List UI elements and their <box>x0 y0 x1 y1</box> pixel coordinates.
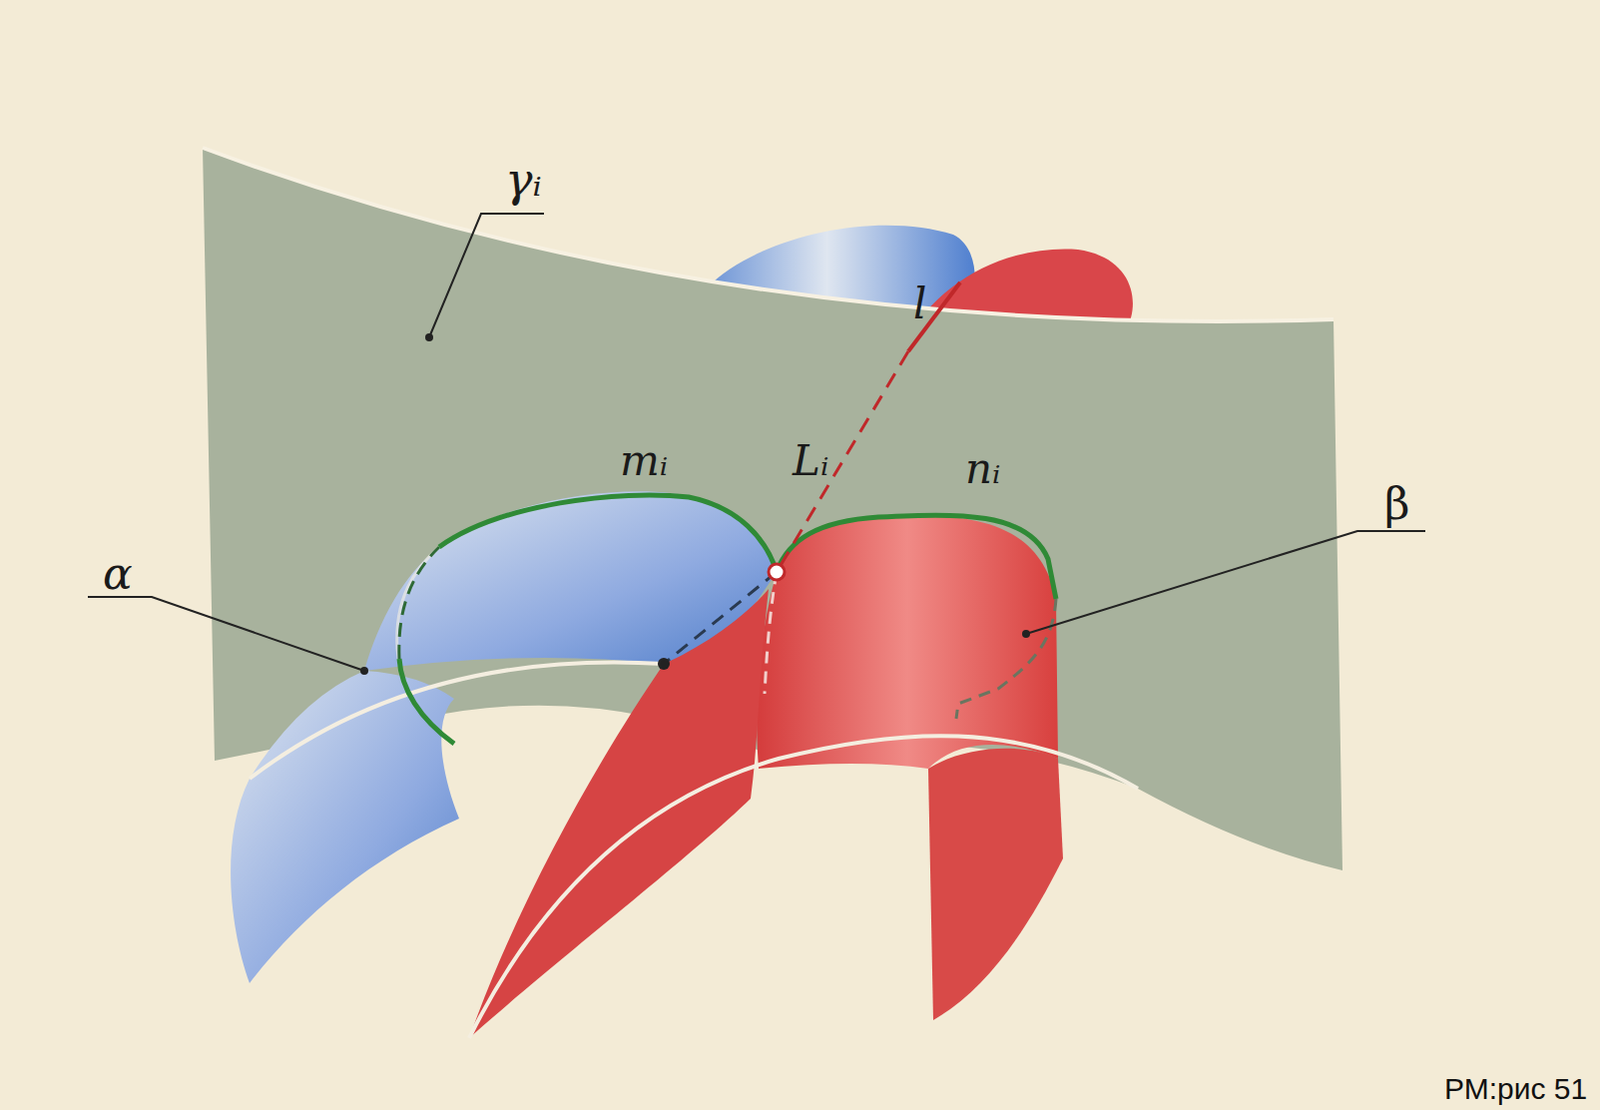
surface-label: γᵢ <box>505 156 542 203</box>
point-L <box>768 563 785 580</box>
figure-caption: РМ:рис 51 <box>1444 1073 1588 1104</box>
curve-n <box>776 515 1057 599</box>
leader-gamma <box>429 213 544 338</box>
beta-surface <box>756 516 1059 769</box>
point-label: Lᵢ <box>792 440 829 483</box>
gamma-edge <box>202 147 1334 322</box>
alpha-edge <box>249 661 664 779</box>
line-label: l <box>913 283 927 326</box>
line-l <box>908 282 961 352</box>
curve-m-top <box>439 495 777 572</box>
surface-label: β <box>1384 482 1410 527</box>
beta-edge <box>469 735 1138 1039</box>
surface-label: α <box>102 551 133 596</box>
beta-curtain <box>928 748 1064 1021</box>
curve-label: nᵢ <box>965 448 1002 491</box>
leader-beta <box>1026 531 1426 634</box>
curve-label: mᵢ <box>619 440 668 483</box>
beta-spike <box>469 588 769 1039</box>
curve-m <box>399 658 455 744</box>
leader-alpha <box>87 596 365 671</box>
